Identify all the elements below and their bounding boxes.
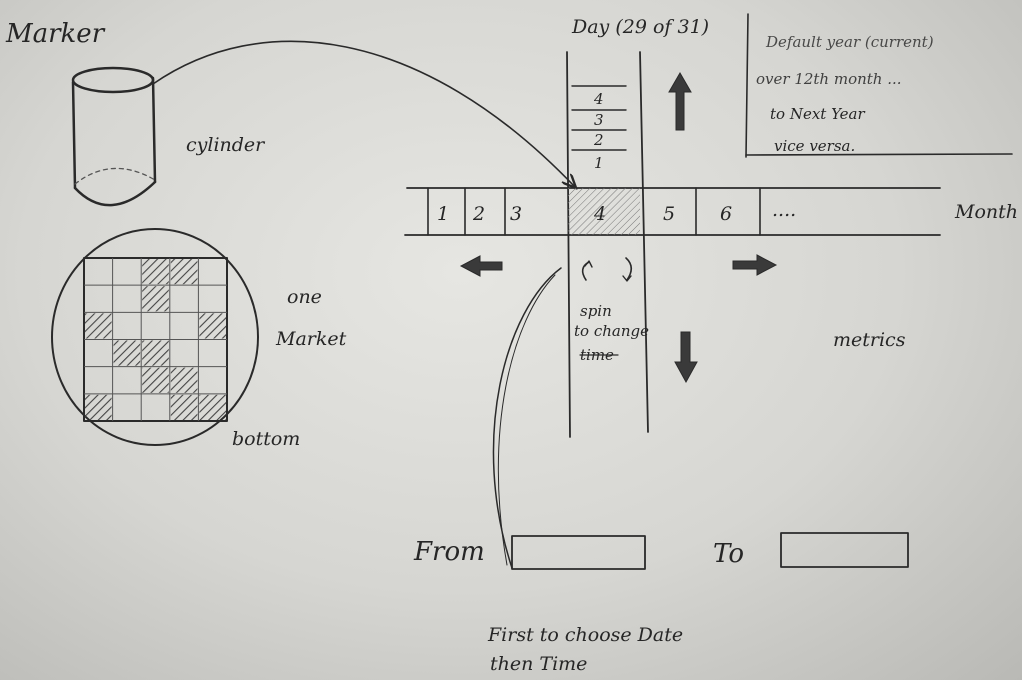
month-cell[interactable]: 6 (720, 203, 732, 225)
selected-cell-highlight (568, 188, 640, 235)
month-cell-more[interactable]: .... (772, 199, 796, 221)
day-value: 2 (593, 131, 604, 149)
footer-note-line: then Time (490, 653, 587, 675)
day-value: 3 (594, 111, 604, 129)
day-column-left-edge (566, 51, 571, 438)
market-grid-drawing (51, 228, 259, 446)
note-line: vice versa. (774, 137, 855, 155)
grid-cell-shaded (85, 313, 112, 339)
grid-cell-shaded (142, 286, 169, 312)
grid-cell-shaded (142, 259, 169, 285)
month-cell-selected[interactable]: 4 (593, 203, 606, 225)
marker-title: Marker (5, 19, 106, 49)
metrics-label: metrics (833, 329, 906, 351)
grid-cell-shaded (199, 313, 226, 339)
from-label: From (413, 537, 485, 567)
day-title: Day (29 of 31) (571, 16, 709, 38)
note-line: to Next Year (770, 105, 866, 123)
day-cells: 4 3 2 1 (571, 85, 627, 172)
grid-cell-shaded (85, 394, 112, 420)
arrow-left-icon[interactable] (459, 255, 503, 277)
month-cell[interactable]: 5 (663, 203, 675, 225)
month-label: Month (954, 201, 1018, 223)
month-cell[interactable]: 2 (472, 203, 485, 225)
day-column-right-edge (639, 51, 649, 433)
connector-arrow (152, 40, 575, 187)
spin-to-from-connector-inner (497, 274, 556, 566)
note-line: Default year (current) (765, 33, 934, 51)
grid-cell-shaded (170, 367, 198, 393)
grid-cell-shaded (170, 394, 198, 420)
grid-cell-shaded (113, 340, 141, 366)
from-input[interactable] (511, 535, 646, 570)
grid-cell-shaded (170, 259, 198, 285)
arrow-up-icon[interactable] (668, 72, 692, 131)
cylinder-label: cylinder (186, 134, 266, 156)
market-label: Market (275, 328, 347, 350)
day-value: 4 (593, 90, 604, 108)
spin-note-line: spin (580, 302, 612, 320)
to-input[interactable] (780, 532, 909, 568)
bottom-label: bottom (232, 428, 300, 450)
grid-cell-shaded (142, 367, 169, 393)
to-label: To (713, 539, 744, 569)
month-cell[interactable]: 1 (437, 203, 449, 225)
one-label: one (287, 286, 322, 308)
spin-icon[interactable] (581, 257, 633, 282)
spin-note-line: to change (574, 322, 649, 340)
note-box (745, 13, 1013, 158)
grid-cell-shaded (199, 394, 226, 420)
cylinder-drawing (71, 66, 157, 207)
note-line: over 12th month ... (756, 70, 902, 88)
grid-cell-shaded (142, 340, 169, 366)
month-cell[interactable]: 3 (510, 203, 522, 225)
arrow-down-icon[interactable] (674, 331, 698, 384)
month-cells: 1 2 3 4 5 6 .... (427, 187, 796, 236)
day-value: 1 (594, 154, 604, 172)
spin-to-from-connector (492, 267, 562, 569)
footer-note-line: First to choose Date (487, 624, 683, 646)
arrow-right-icon[interactable] (732, 254, 778, 276)
